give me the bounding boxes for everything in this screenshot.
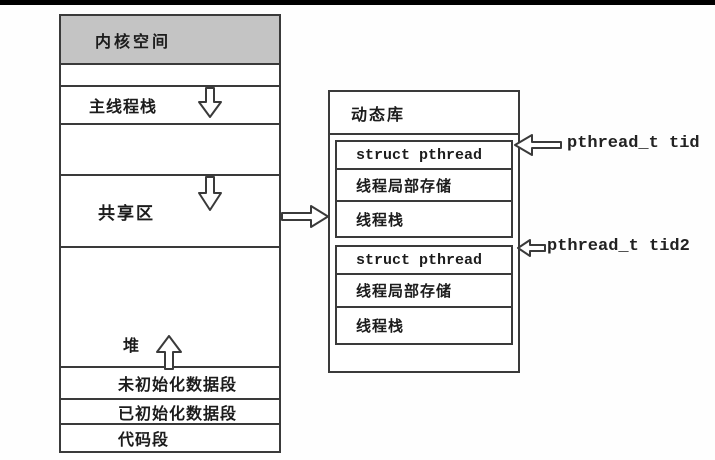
- code-segment-label: 代码段: [118, 432, 170, 449]
- up-arrow-icon: [155, 335, 183, 370]
- thread-stack-row: 线程栈: [356, 318, 405, 335]
- thread-stack-row: 线程栈: [356, 211, 405, 229]
- kernel-space-label: 内核空间: [95, 33, 172, 51]
- left-arrow-icon: [513, 134, 562, 156]
- uninitialized-data-section: 未初始化数据段: [61, 368, 279, 400]
- dynamic-library-box: 动态库 struct pthread 线程局部存储 线程栈 struct pth…: [328, 90, 520, 373]
- shared-area-label: 共享区: [98, 203, 155, 223]
- thread-local-storage-row: 线程局部存储: [337, 170, 511, 202]
- top-border-bar: [0, 0, 715, 5]
- heap-label: 堆: [123, 338, 140, 355]
- struct-pthread-row: struct pthread: [337, 142, 511, 170]
- thread-block-1: struct pthread 线程局部存储 线程栈: [335, 140, 513, 238]
- shared-area-section: 共享区: [61, 176, 279, 248]
- thread-block-2: struct pthread 线程局部存储 线程栈: [335, 245, 513, 345]
- right-arrow-icon: [281, 203, 330, 230]
- initialized-data-section: 已初始化数据段: [61, 400, 279, 425]
- process-address-space-box: 内核空间 主线程栈 共享区 堆 未初始化数据段 已初始化数据段 代码段: [59, 14, 281, 453]
- left-arrow-icon: [516, 239, 546, 257]
- dynamic-library-label: 动态库: [351, 106, 406, 124]
- spacer-section: [61, 125, 279, 176]
- thread-local-storage-row: 线程局部存储: [337, 275, 511, 308]
- struct-pthread-row: struct pthread: [337, 247, 511, 275]
- spacer-section: [61, 65, 279, 87]
- main-thread-stack-section: 主线程栈: [61, 87, 279, 125]
- kernel-space-section: 内核空间: [61, 16, 279, 65]
- code-segment-section: 代码段: [61, 425, 279, 451]
- pthread-tid2-annotation: pthread_t tid2: [547, 237, 690, 256]
- down-arrow-icon: [197, 87, 223, 119]
- main-thread-stack-label: 主线程栈: [89, 99, 158, 116]
- initialized-data-label: 已初始化数据段: [118, 405, 238, 423]
- dynamic-library-header: 动态库: [330, 92, 518, 135]
- uninitialized-data-label: 未初始化数据段: [118, 377, 238, 394]
- pthread-tid-annotation: pthread_t tid: [567, 134, 700, 153]
- down-arrow-icon: [197, 176, 223, 212]
